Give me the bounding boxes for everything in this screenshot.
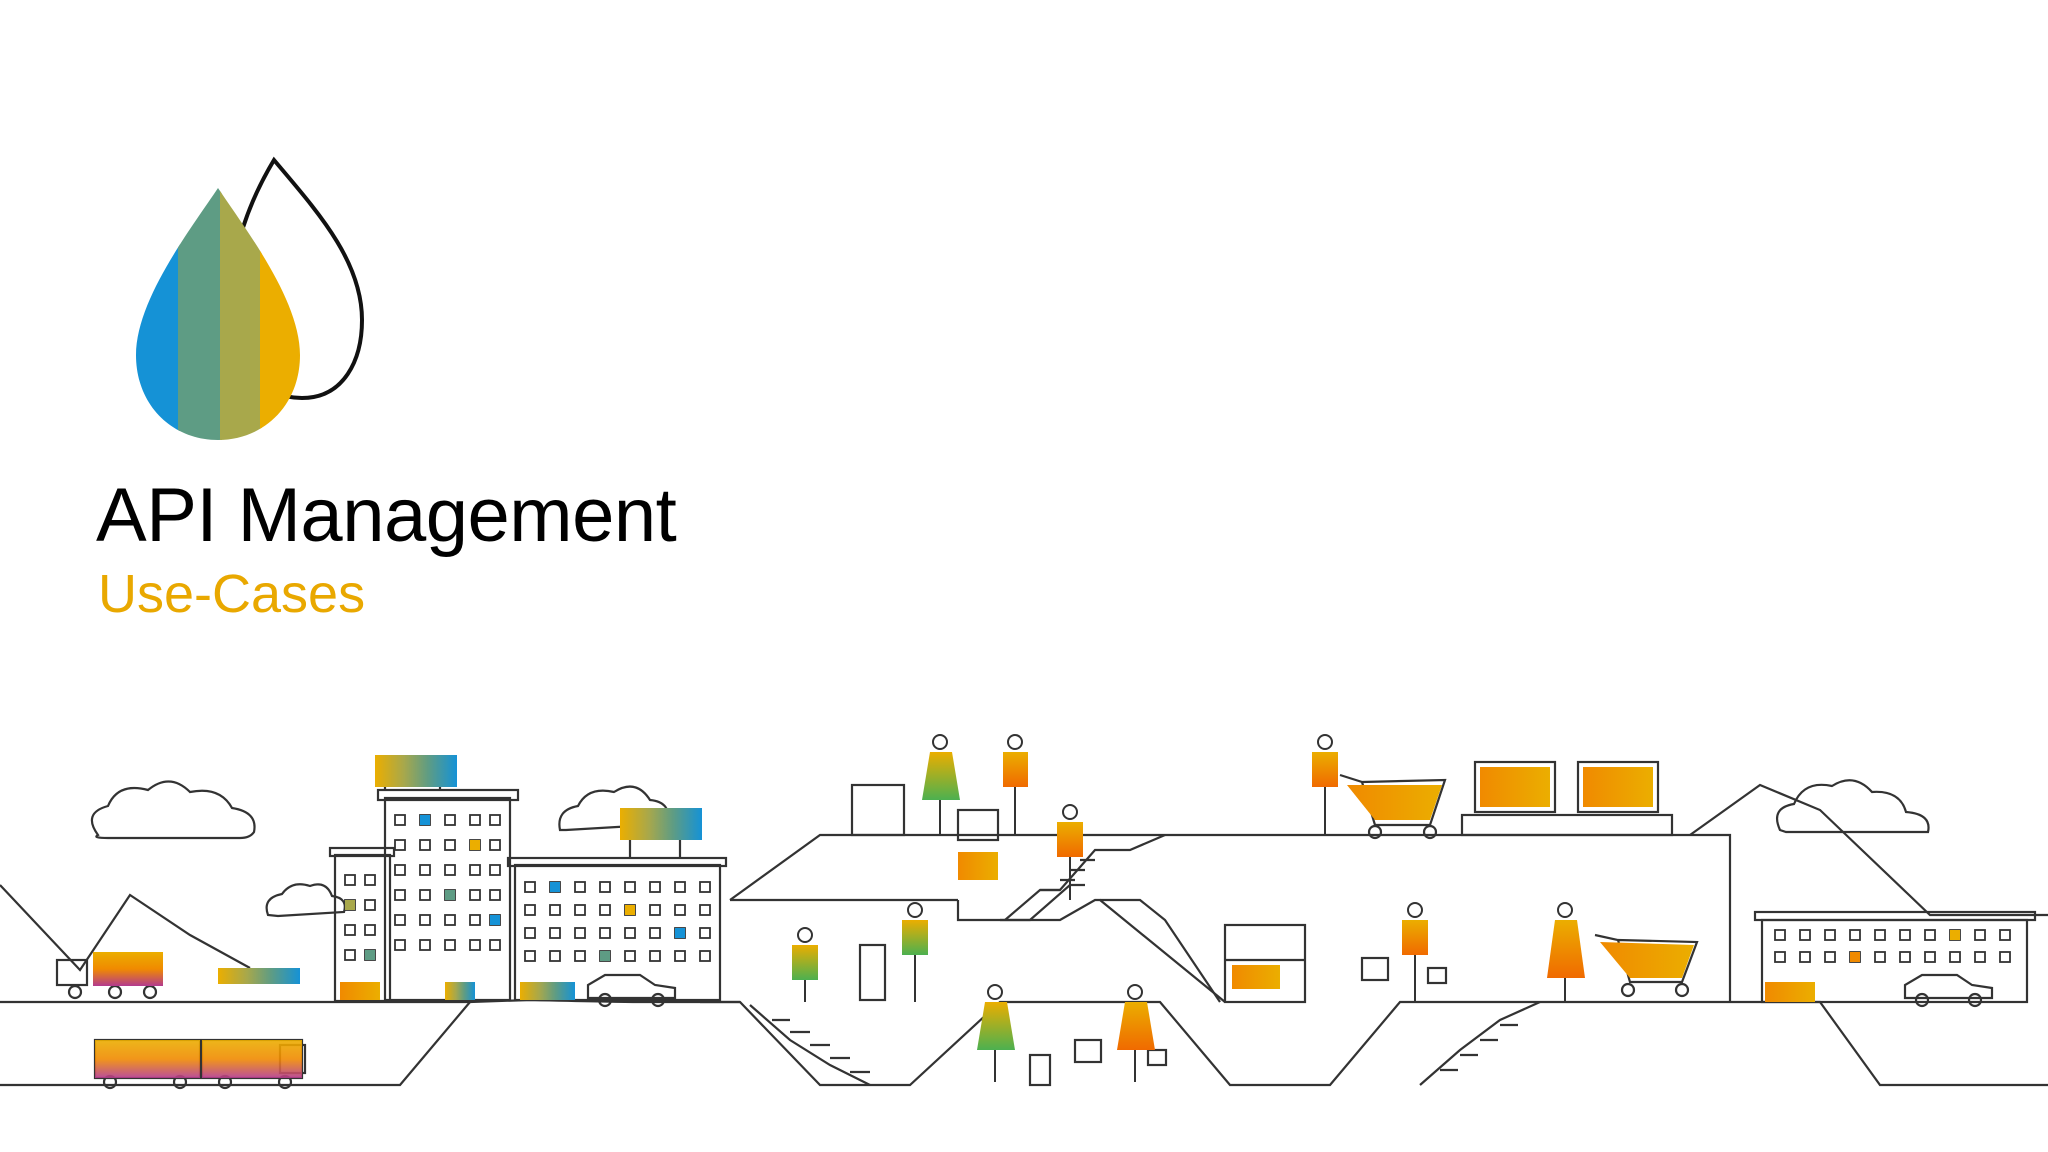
slide-title: API Management [96,473,677,558]
city-illustration-icon [0,734,2048,1090]
slide-subtitle: Use-Cases [98,564,366,624]
drop-logo-icon [136,156,365,440]
